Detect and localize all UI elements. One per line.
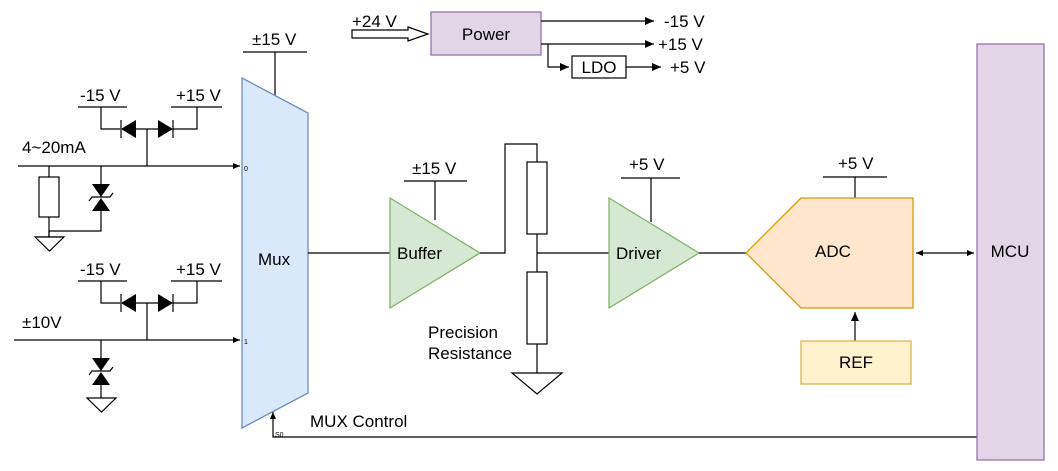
mcu-label: MCU — [991, 242, 1030, 261]
power-out1-label: -15 V — [664, 12, 705, 31]
input-channel-1: 4~20mA -15 V +15 V — [18, 86, 240, 252]
input2-label: ±10V — [22, 313, 62, 332]
ref-label: REF — [839, 353, 873, 372]
power-input-arrow — [351, 26, 430, 42]
precision-resistor-bottom — [526, 271, 548, 345]
input2-clamp-diode-pos — [158, 294, 173, 312]
power-block — [430, 11, 542, 56]
input1-shunt-resistor — [38, 176, 60, 218]
mux-supply-label: ±15 V — [252, 30, 297, 49]
mcu-block — [976, 43, 1045, 461]
input1-pos-supply: +15 V — [176, 86, 222, 105]
mux-pin0: 0 — [244, 166, 248, 173]
precision-label-line1: Precision — [428, 323, 498, 342]
adc-supply-label: +5 V — [838, 154, 874, 173]
input-channel-2: ±10V -15 V +15 V — [14, 260, 240, 413]
precision-label-line2: Resistance — [428, 344, 512, 363]
power-block-label: Power — [462, 25, 511, 44]
power-section: +24 V Power -15 V +15 V LDO +5 V — [351, 11, 706, 79]
mux-label: Mux — [258, 250, 291, 269]
mcu-section: MCU — [976, 43, 1045, 461]
buffer-label: Buffer — [397, 244, 442, 263]
input2-ground-symbol — [85, 397, 118, 413]
power-out3-label: +5 V — [670, 58, 706, 77]
input2-pos-supply: +15 V — [176, 260, 222, 279]
adc-block — [745, 197, 914, 309]
driver-label: Driver — [616, 244, 662, 263]
buffer-supply-label: ±15 V — [412, 159, 457, 178]
driver-supply-label: +5 V — [629, 155, 665, 174]
input1-label: 4~20mA — [22, 138, 86, 157]
power-out2-label: +15 V — [658, 35, 704, 54]
ref-block — [800, 340, 912, 385]
input1-clamp-diode-pos — [158, 120, 173, 138]
mux-control-wire — [270, 412, 977, 438]
mux-block — [241, 76, 309, 430]
precision-ground-symbol — [510, 372, 564, 395]
ldo-label: LDO — [582, 58, 617, 77]
adc-section: +5 V ADC — [745, 154, 974, 341]
precision-resistance-section: Precision Resistance — [428, 143, 609, 395]
input1-neg-supply: -15 V — [80, 86, 121, 105]
driver-amplifier — [608, 196, 701, 310]
input1-neg-rail-drop — [100, 107, 120, 130]
input1-pos-rail-drop — [173, 107, 198, 130]
input1-clamp-diode-neg — [121, 120, 136, 138]
mux-pin-s0: S0 — [275, 432, 284, 439]
mux-pin1: 1 — [244, 339, 248, 346]
buffer-section: ±15 V Buffer — [389, 159, 482, 310]
adc-label: ADC — [815, 242, 851, 261]
input1-ground-symbol — [33, 236, 66, 252]
mux-section: ±15 V Mux 0 1 S0 MUX Control — [241, 30, 977, 439]
mux-control-label: MUX Control — [310, 412, 407, 431]
driver-section: +5 V Driver — [608, 155, 746, 310]
input2-neg-supply: -15 V — [80, 260, 121, 279]
ldo-feed-wire — [547, 44, 569, 71]
buffer-amplifier — [389, 196, 482, 310]
input2-clamp-diode-neg — [121, 294, 136, 312]
precision-resistor-top — [526, 161, 548, 235]
power-input-label: +24 V — [352, 12, 398, 31]
input2-tvs-diode — [92, 358, 110, 371]
ref-section: REF — [800, 340, 912, 385]
input1-tvs-diode — [92, 184, 110, 197]
